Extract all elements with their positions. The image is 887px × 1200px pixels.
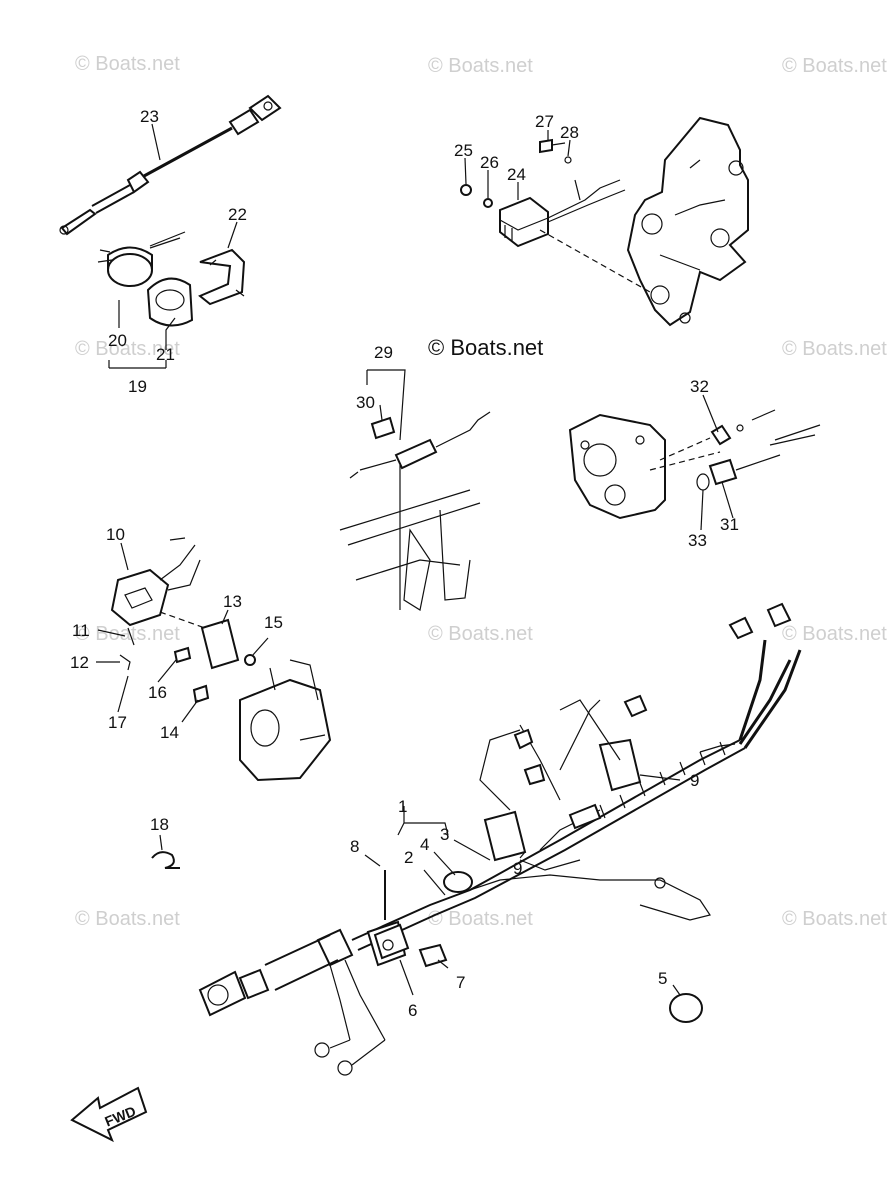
callout-28: 28 — [560, 123, 579, 142]
callout-4: 4 — [420, 835, 429, 854]
watermarks: © Boats.net © Boats.net © Boats.net © Bo… — [75, 53, 887, 930]
callout-7: 7 — [456, 973, 465, 992]
relay-assembly-19 — [97, 231, 246, 327]
callout-22: 22 — [228, 205, 247, 224]
watermark: © Boats.net — [75, 623, 180, 645]
callout-11: 11 — [72, 621, 90, 640]
callout-31: 31 — [720, 515, 739, 534]
watermark: © Boats.net — [75, 53, 180, 75]
watermark: © Boats.net — [428, 908, 533, 930]
callout-1: 1 — [398, 797, 407, 816]
watermark: © Boats.net — [782, 623, 887, 645]
watermark: © Boats.net — [428, 623, 533, 645]
cover-plate — [568, 409, 821, 520]
callout-10: 10 — [106, 525, 125, 544]
callout-23: 23 — [140, 107, 159, 126]
callout-27: 27 — [535, 112, 554, 131]
callout-12: 12 — [70, 653, 89, 672]
callout-29: 29 — [374, 343, 393, 362]
callout-30: 30 — [356, 393, 375, 412]
callout-9b: 9 — [513, 859, 522, 878]
battery-cable-23 — [59, 94, 282, 236]
callout-21: 21 — [156, 345, 175, 364]
callout-9a: 9 — [690, 771, 699, 790]
mounting-bracket — [539, 116, 749, 327]
callout-3: 3 — [440, 825, 449, 844]
callout-8: 8 — [350, 837, 359, 856]
callout-18: 18 — [150, 815, 169, 834]
callout-26: 26 — [480, 153, 499, 172]
callout-5: 5 — [658, 969, 667, 988]
callout-24: 24 — [507, 165, 526, 184]
callout-20: 20 — [108, 331, 127, 350]
callout-15: 15 — [264, 613, 283, 632]
sensor-29 — [339, 411, 491, 611]
callout-25: 25 — [454, 141, 473, 160]
callouts: 23 22 20 21 19 25 26 24 27 28 29 30 32 3… — [70, 107, 739, 1020]
callout-6: 6 — [408, 1001, 417, 1020]
callout-17: 17 — [108, 713, 127, 732]
leader-lines — [96, 123, 734, 996]
rectifier-24 — [460, 138, 626, 248]
callout-19: 19 — [128, 377, 147, 396]
wire-harness — [198, 602, 802, 1076]
callout-32: 32 — [690, 377, 709, 396]
watermark: © Boats.net — [75, 908, 180, 930]
callout-14: 14 — [160, 723, 179, 742]
watermark: © Boats.net — [782, 338, 887, 360]
callout-2: 2 — [404, 848, 413, 867]
callout-13: 13 — [223, 592, 242, 611]
fwd-arrow: FWD — [70, 1086, 148, 1143]
watermark: © Boats.net — [782, 55, 887, 77]
callout-16: 16 — [148, 683, 167, 702]
watermark: © Boats.net — [75, 338, 180, 360]
watermark: © Boats.net — [428, 55, 533, 77]
carburetor-assembly — [110, 537, 332, 782]
callout-33: 33 — [688, 531, 707, 550]
watermark-dark: © Boats.net — [428, 335, 543, 360]
watermark: © Boats.net — [782, 908, 887, 930]
clip-18 — [151, 851, 180, 869]
